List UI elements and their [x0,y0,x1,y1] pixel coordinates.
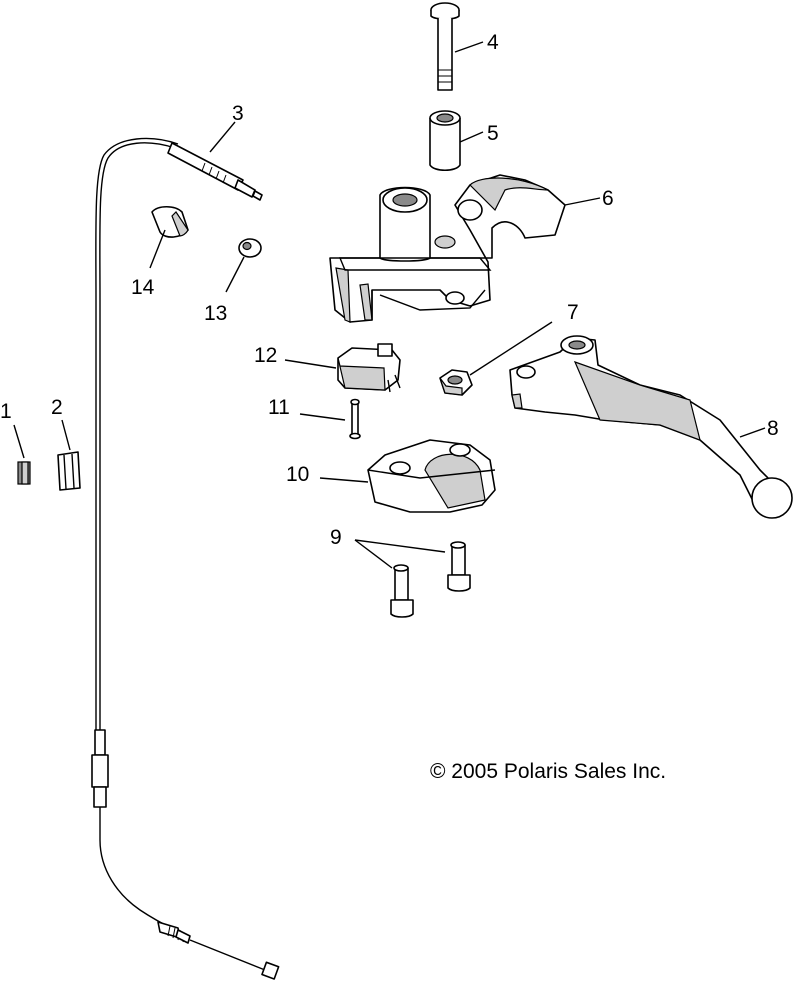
callout-8: 8 [767,417,779,440]
callout-9: 9 [330,526,342,549]
bushing-part-14 [151,205,189,238]
screws-part-9 [390,541,471,618]
callout-4: 4 [487,31,499,54]
callout-3: 3 [232,102,244,125]
callout-2: 2 [51,396,63,419]
lever-part-8 [509,335,793,519]
sleeve-part-2 [57,451,81,491]
callout-14: 14 [131,276,155,299]
grommet-part-13 [238,238,262,258]
callout-6: 6 [602,187,614,210]
callout-11: 11 [268,396,290,419]
sleeve-part-5 [429,110,461,172]
leader-lines [13,41,766,569]
callout-12: 12 [254,344,277,367]
callout-5: 5 [487,122,499,145]
small-clip-part-1 [17,461,31,485]
housing-part-6 [329,174,566,323]
nut-part-7 [439,369,473,396]
callout-1: 1 [0,400,12,423]
switch-part-12 [337,343,401,393]
callout-10: 10 [286,463,309,486]
clamp-part-10 [367,439,496,513]
copyright-text: © 2005 Polaris Sales Inc. [430,760,666,783]
pin-part-11 [349,398,361,440]
cable-part [91,137,280,980]
callout-13: 13 [204,302,227,325]
bolt-part-4 [430,2,460,91]
callout-7: 7 [567,301,579,324]
